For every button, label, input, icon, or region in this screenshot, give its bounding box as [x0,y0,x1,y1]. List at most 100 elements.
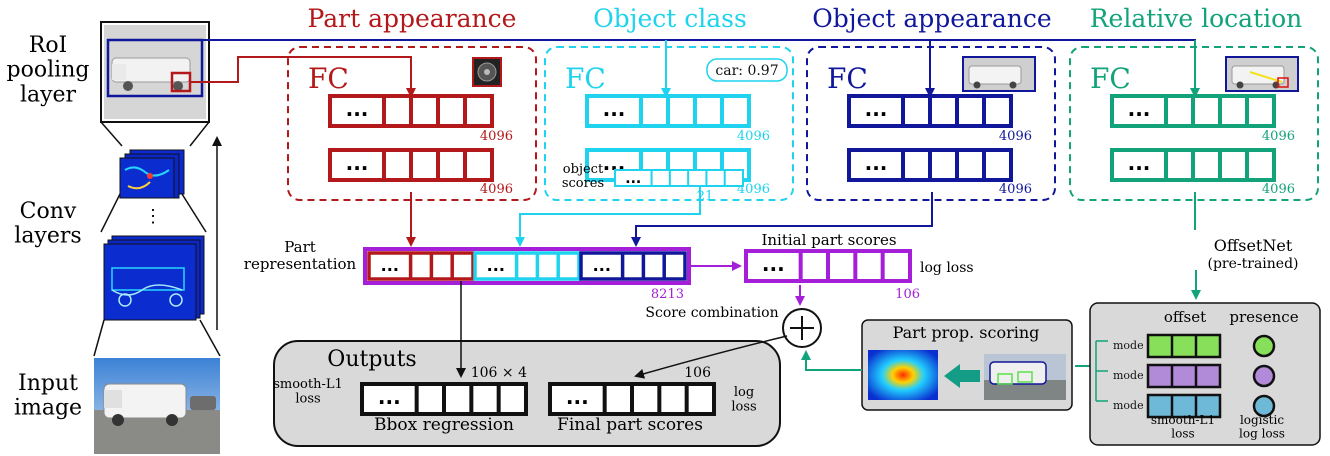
fc-dim-2: 4096 [480,182,513,197]
branch-panel-part: FC... 4096... 4096 [287,46,537,201]
ellipsis-label: ... [487,256,505,275]
ellipsis-label: ... [865,97,888,121]
proposal-image [984,354,1066,400]
fc-layer-2: ... [1110,148,1276,182]
initial-scores-cells: ... [744,249,912,283]
fc-label: FC [565,62,606,95]
part-route-line [190,56,416,98]
branches: FC... 4096... 4096 FC... 4096... 4096 car: 0.9… [287,46,1319,204]
header-object-appearance: Object appearance [812,4,1051,33]
heatmap-image [868,350,938,400]
bbox-regression-vector: ... [360,382,528,416]
header-object-class: Object class [593,4,747,33]
roi-van-image [111,57,191,91]
initial-scores-label: Initial part scores [761,231,896,249]
pretrained-label: (pre-trained) [1208,256,1299,272]
fc-dim-2: 4096 [737,182,770,197]
bbox-dim-label: 106 × 4 [471,365,527,381]
fc-dim-2: 4096 [1262,182,1295,197]
offset-vector [1146,393,1222,419]
branch-panel-relative: FC... 4096... 4096 [1069,46,1319,201]
offset-header: offset [1164,308,1206,326]
ellipsis-label: ... [865,151,888,175]
fc-dim-2: 4096 [999,182,1032,197]
ellipsis-label: ... [1128,97,1151,121]
rep-object-segment: ... [579,251,687,281]
presence-node [1252,394,1276,418]
presence-header: presence [1229,308,1298,326]
ellipsis-label: ... [381,256,399,275]
mode-label: mode 1 [1113,339,1154,352]
roi-object-box [106,38,204,98]
fc-layer-1: ... [1110,94,1276,128]
ellipsis-label: ... [378,385,401,409]
branch-panel-object: FC... 4096... 4096 [806,46,1056,201]
ellipsis-label: ... [603,97,626,121]
object-scores-vector: ... [614,169,744,187]
ellipsis-label: ... [346,97,369,121]
fc-label: FC [827,62,868,95]
presence-node [1252,364,1276,388]
fc-layer-1: ... [585,94,751,128]
fc-label: FC [308,62,349,95]
ellipsis-label: ... [593,256,611,275]
car-score-text: car: 0.97 [715,63,778,79]
input-image [94,358,220,454]
mode-label: mode 3 [1113,399,1154,412]
fc-dim-1: 4096 [999,129,1032,144]
fc-layer-1: ... [847,94,1013,128]
van-relative-thumbnail [1225,56,1299,92]
fc-dim-1: 4096 [480,129,513,144]
log-loss-label: log loss [920,260,974,276]
fc-dim-1: 4096 [1262,129,1295,144]
presence-node [1252,334,1276,358]
bbox-regression-label: Bbox regression [374,415,514,435]
part-representation-cells: ......... [367,251,687,281]
conv-feature-maps-small [119,149,185,199]
bbox-regression-cells: ... [360,382,528,416]
proposal-scoring-title: Part prop. scoring [893,323,1040,342]
initial-scores-vector: ... [744,249,912,283]
wheel-thumbnail [472,57,502,87]
fc-layer-2: ... [328,148,494,182]
conv-ellipsis: ⋮ [144,206,162,227]
header-relative-location: Relative location [1090,4,1303,33]
final-scores-vector: ... [548,382,716,416]
rep-part-segment: ... [367,251,475,281]
offsetnet-mode-row: mode 3 [1113,393,1276,419]
header-part-appearance: Part appearance [308,4,517,33]
ellipsis-label: ... [625,171,641,187]
final-dim-label: 106 [684,365,711,381]
offsetnet-mode-rows: mode 1 mode 2 mode 3 [1095,333,1276,419]
offsetnet-mode-row: mode 1 [1113,333,1276,359]
fc-layer-1: ... [328,94,494,128]
mode-label: mode 2 [1113,369,1154,382]
teal-arrow-icon [944,364,980,388]
offsetnet-label: OffsetNet [1214,236,1293,255]
rep-class-segment: ... [473,251,581,281]
roi-routing [190,39,1200,107]
outputs-title: Outputs [327,347,416,372]
ellipsis-label: ... [762,252,785,276]
ellipsis-label: ... [346,151,369,175]
fc-label: FC [1090,62,1131,95]
proposal-scoring-panel: Part prop. scoring [801,319,1092,411]
ellipsis-label: ... [566,385,589,409]
fc-dim-1: 4096 [737,129,770,144]
fc-layer-2: ... [847,148,1013,182]
offsetnet-mode-row: mode 2 [1113,363,1276,389]
ellipsis-label: ... [1128,151,1151,175]
score-combination-label: Score combination [645,305,778,321]
conv-feature-maps-large [103,235,205,321]
van-thumbnail [962,56,1036,92]
